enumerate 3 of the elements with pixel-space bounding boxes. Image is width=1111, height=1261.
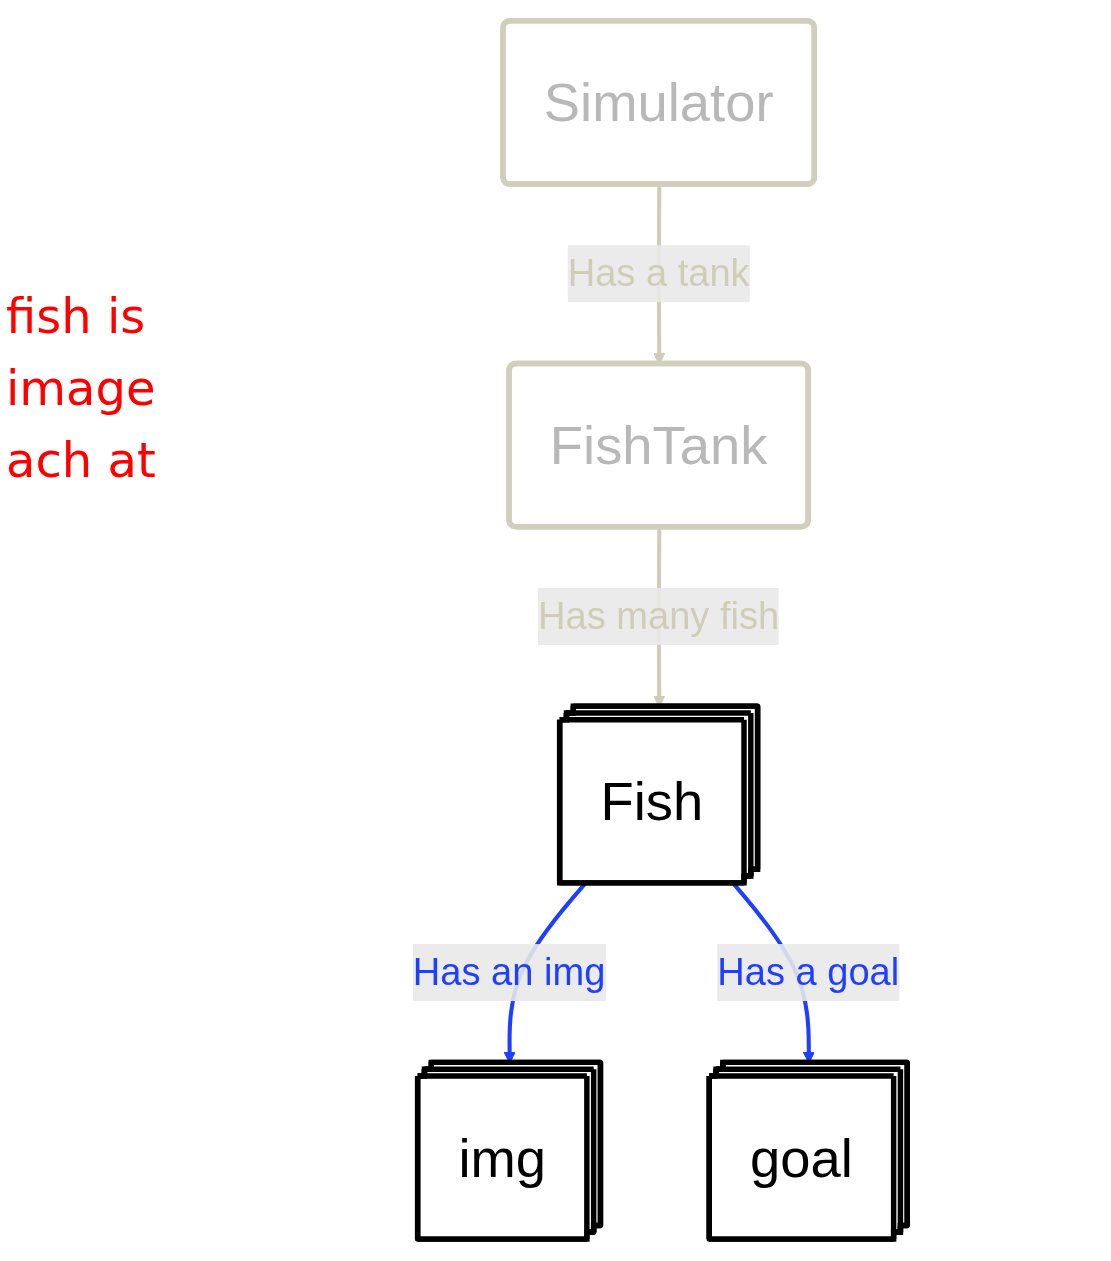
edge-label: Has an img [412, 950, 606, 994]
note-text: fish is image ach at [6, 287, 157, 490]
edge-label: Has a goal [717, 950, 900, 994]
